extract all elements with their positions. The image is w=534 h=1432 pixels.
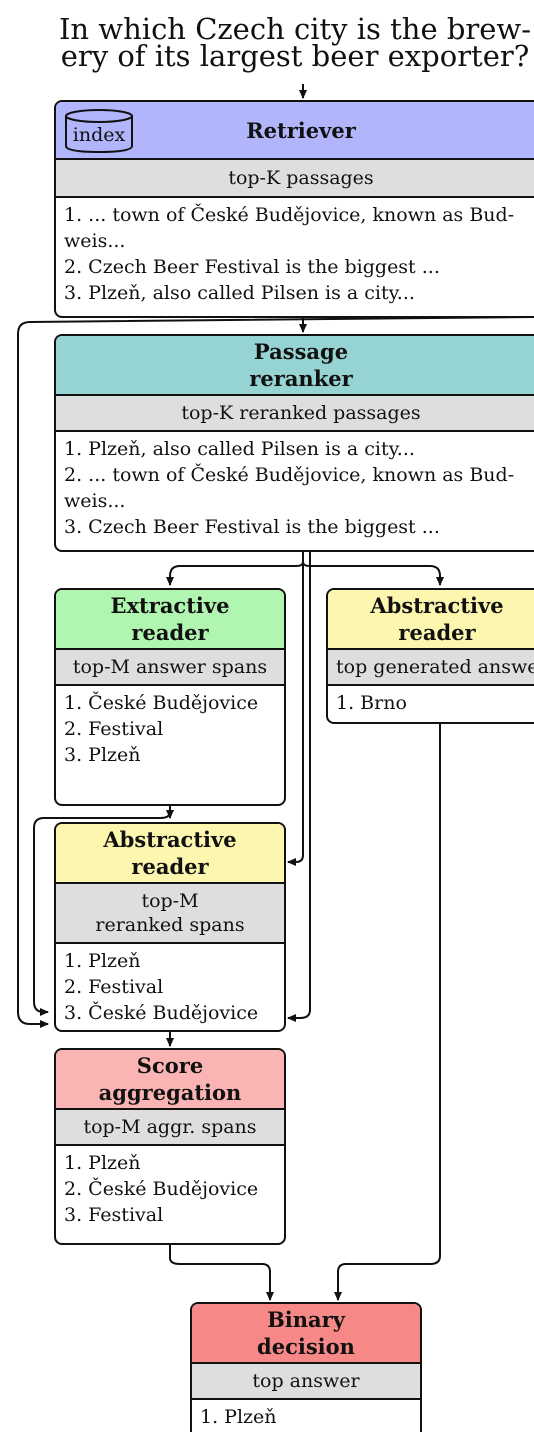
extractive-reader-list: 1. České Budějovice 2. Festival 3. Plzeň [56, 686, 284, 772]
binary-decision-list: 1. Plzeň [192, 1400, 420, 1432]
abstractive-reader-right-title-1: Abstractive [370, 593, 504, 618]
list-item: 2. Festival [64, 718, 164, 740]
extractive-reader-box: Extractive reader top-M answer spans 1. … [54, 588, 286, 806]
list-item: 2. Festival [64, 976, 164, 998]
retriever-header: index Retriever [56, 102, 534, 160]
list-item: weis... [64, 490, 126, 512]
abstractive-reader-mid-header: Abstractive reader [56, 824, 284, 884]
binary-decision-header: Binary decision [192, 1304, 420, 1364]
list-item: 1. Plzeň [64, 1152, 141, 1174]
question-line-2: ery of its largest beer exporter? [60, 39, 530, 73]
score-aggregation-title-2: aggregation [98, 1080, 242, 1105]
abstractive-reader-mid-title-1: Abstractive [103, 827, 237, 852]
abstractive-reader-right-title-2: reader [398, 620, 476, 645]
abstractive-reader-mid-output-line-2: reranked spans [95, 914, 245, 936]
abstractive-reader-right-header: Abstractive reader [328, 590, 534, 650]
list-item: 1. České Budějovice [64, 692, 259, 714]
arrow-reranker-to-abstractive-right [302, 552, 444, 586]
list-item: 3. Plzeň [64, 744, 141, 766]
passage-reranker-box: Passage reranker top-K reranked passages… [54, 334, 534, 552]
binary-decision-title-1: Binary [267, 1307, 345, 1332]
extractive-reader-title-1: Extractive [110, 593, 230, 618]
database-icon: index [64, 108, 134, 154]
list-item: 1. Plzeň, also called Pilsen is a city..… [64, 438, 415, 460]
extractive-reader-output-label: top-M answer spans [56, 650, 284, 686]
question-line-1: In which Czech city is the brew- [58, 12, 532, 46]
arrow-score-to-binary [169, 1245, 274, 1301]
index-label: index [72, 124, 126, 146]
list-item: 3. Plzeň, also called Pilsen is a city..… [64, 282, 415, 304]
abstractive-reader-mid-output-line-1: top-M [141, 890, 199, 912]
passage-reranker-list: 1. Plzeň, also called Pilsen is a city..… [56, 432, 534, 544]
binary-decision-output-label: top answer [192, 1364, 420, 1400]
passage-reranker-output-label: top-K reranked passages [56, 396, 534, 432]
arrow-reranker-to-extractive [166, 552, 304, 586]
retriever-box: index Retriever top-K passages 1. ... to… [54, 100, 534, 318]
list-item: 3. Czech Beer Festival is the biggest ..… [64, 516, 440, 538]
list-item: 1. Plzeň [200, 1406, 277, 1428]
extractive-reader-title-2: reader [131, 620, 209, 645]
list-item: 3. Festival [64, 1204, 164, 1226]
passage-reranker-title-1: Passage [253, 339, 349, 364]
list-item: 3. České Budějovice [64, 1002, 259, 1024]
list-item: weis... [64, 230, 126, 252]
retriever-title: Retriever [246, 117, 356, 143]
arrow-bypass-rail [17, 316, 534, 1028]
arrow-extractive-to-score [33, 806, 171, 1016]
abstractive-reader-mid-list: 1. Plzeň 2. Festival 3. České Budějovice [56, 944, 284, 1030]
score-aggregation-box: Score aggregation top-M aggr. spans 1. P… [54, 1048, 286, 1245]
arrow-reranker-to-score [287, 552, 311, 1022]
passage-reranker-title-2: reranker [249, 366, 353, 391]
abstractive-reader-right-list: 1. Brno [328, 686, 534, 720]
list-item: 2. České Budějovice [64, 1178, 259, 1200]
binary-decision-box: Binary decision top answer 1. Plzeň [190, 1302, 422, 1432]
abstractive-reader-mid-box: Abstractive reader top-M reranked spans … [54, 822, 286, 1032]
arrow-abstractive-right-to-binary [334, 724, 441, 1301]
abstractive-reader-mid-output-label: top-M reranked spans [56, 884, 284, 944]
retriever-output-label: top-K passages [56, 160, 534, 198]
binary-decision-title-2: decision [257, 1334, 355, 1359]
question-text: In which Czech city is the brew- ery of … [40, 12, 534, 73]
score-aggregation-header: Score aggregation [56, 1050, 284, 1110]
retriever-list: 1. ... town of České Budějovice, known a… [56, 198, 534, 310]
extractive-reader-header: Extractive reader [56, 590, 284, 650]
list-item: 2. ... town of České Budějovice, known a… [64, 464, 515, 486]
list-item: 1. Plzeň [64, 950, 141, 972]
score-aggregation-list: 1. Plzeň 2. České Budějovice 3. Festival [56, 1146, 284, 1232]
abstractive-reader-mid-title-2: reader [131, 854, 209, 879]
abstractive-reader-right-output-label: top generated answe [328, 650, 534, 686]
arrow-reranker-to-abstractive-mid [287, 552, 304, 866]
list-item: 1. ... town of České Budějovice, known a… [64, 204, 515, 226]
list-item: 2. Czech Beer Festival is the biggest ..… [64, 256, 440, 278]
abstractive-reader-right-box: Abstractive reader top generated answe 1… [326, 588, 534, 724]
list-item: 1. Brno [336, 692, 407, 714]
score-aggregation-title-1: Score [136, 1053, 204, 1078]
passage-reranker-header: Passage reranker [56, 336, 534, 396]
score-aggregation-output-label: top-M aggr. spans [56, 1110, 284, 1146]
